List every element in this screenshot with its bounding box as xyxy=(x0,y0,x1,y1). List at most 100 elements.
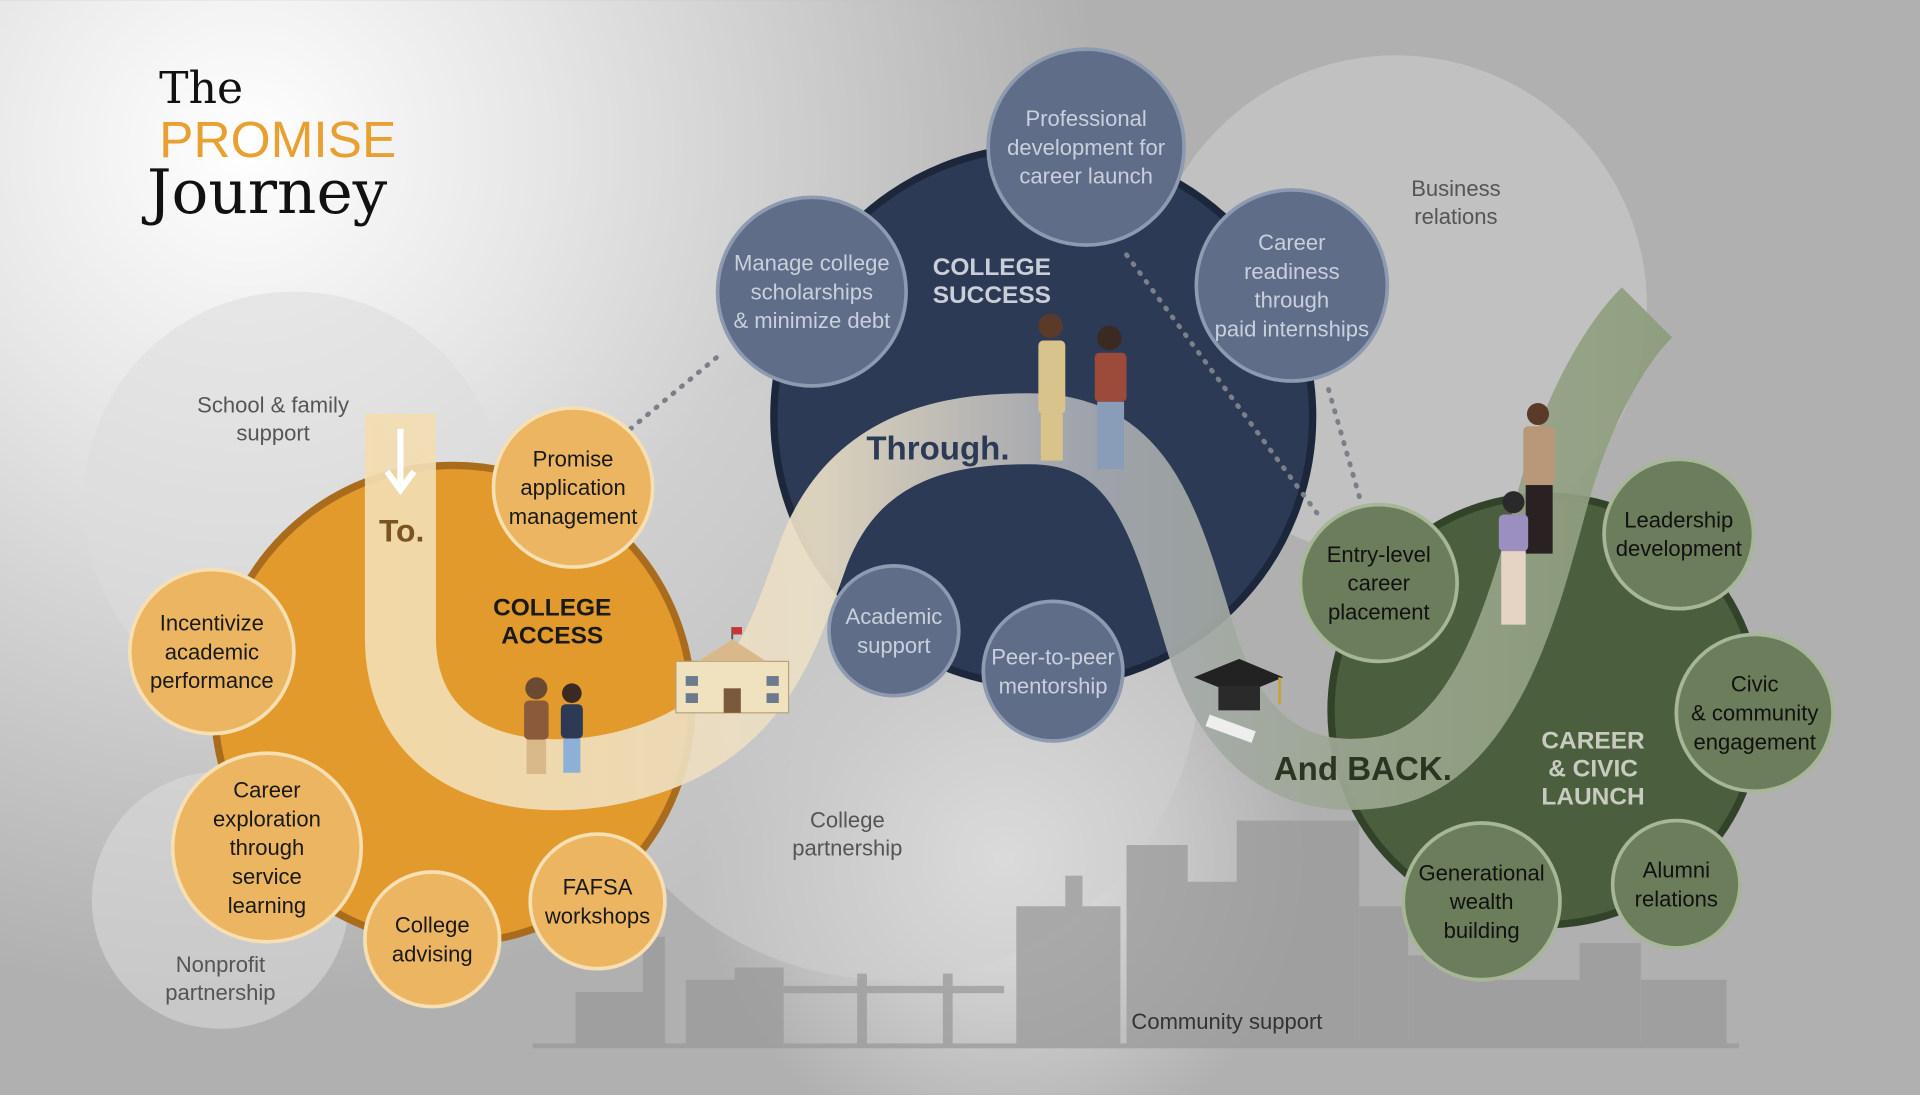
node-label-access-line: management xyxy=(509,504,638,529)
node-circle-career xyxy=(1298,502,1459,664)
node-label-success-line: Peer-to-peer xyxy=(991,645,1115,670)
label-college-partnership-line: College xyxy=(810,808,885,833)
graduates-figures xyxy=(1498,403,1556,625)
node-label-success-line: Career xyxy=(1258,230,1325,255)
label-nonprofit-partnership: Nonprofit partnership xyxy=(165,952,275,1005)
node-label-career-line: relations xyxy=(1635,886,1718,911)
node-label-access: College advising xyxy=(392,913,473,967)
node-circle-access xyxy=(170,751,364,944)
label-nonprofit-partnership-line: partnership xyxy=(165,980,275,1005)
path-word-through: Through. xyxy=(866,430,1009,467)
label-school-family-support: School & family support xyxy=(197,393,349,446)
node-label-success-line: mentorship xyxy=(999,673,1108,698)
node-label-access-line: through xyxy=(230,835,305,860)
node-circle-career xyxy=(1610,818,1742,950)
node-circle-career xyxy=(1674,632,1835,794)
label-business-relations-line: Business xyxy=(1411,176,1500,201)
label-community-support-line: Community support xyxy=(1131,1009,1322,1034)
node-label-success-line: scholarships xyxy=(751,279,873,304)
node-label-access-line: College xyxy=(395,913,470,938)
node-circle-access xyxy=(127,567,296,736)
node-label-success: Professional development for career launch xyxy=(1007,106,1165,189)
node-label-access-line: advising xyxy=(392,941,473,966)
node-circle-success xyxy=(715,195,908,388)
school-building-icon xyxy=(675,627,790,714)
label-college-partnership-line: partnership xyxy=(792,836,902,861)
node-label-access-line: performance xyxy=(150,668,274,693)
title-line-promise: PROMISE xyxy=(159,110,396,168)
label-business-relations-line: relations xyxy=(1414,204,1497,229)
path-word-and-back: And BACK. xyxy=(1274,751,1452,788)
node-label-access-line: exploration xyxy=(213,806,321,831)
node-label-career-line: career xyxy=(1348,571,1410,596)
node-label-career-line: Civic xyxy=(1731,672,1779,697)
node-label-success: Manage college scholarships & minimize deb… xyxy=(733,251,890,334)
hub-title-college-access-line: COLLEGE xyxy=(493,594,611,621)
node-label-success-line: through xyxy=(1254,288,1329,313)
node-label-success-line: Academic xyxy=(846,604,943,629)
node-label-access-line: academic xyxy=(165,639,259,664)
node-label-career-line: Entry-level xyxy=(1327,542,1431,567)
label-school-family-support-line: School & family xyxy=(197,393,349,418)
node-label-success-line: & minimize debt xyxy=(733,308,890,333)
label-college-partnership: College partnership xyxy=(792,808,902,861)
node-label-success: Peer-to-peer mentorship xyxy=(991,645,1115,699)
title-block: The PROMISE Journey xyxy=(141,63,396,228)
node-label-career-line: & community xyxy=(1691,701,1818,726)
node-label-success-line: readiness xyxy=(1244,259,1340,284)
students-figures xyxy=(524,677,583,775)
node-circle-success xyxy=(1194,188,1390,383)
node-label-career: Leadership development xyxy=(1616,507,1742,561)
node-label-career-line: building xyxy=(1444,918,1520,943)
node-label-access-line: application xyxy=(520,475,625,500)
node-circle-access xyxy=(491,406,655,569)
node-label-success: Academic support xyxy=(846,604,943,658)
node-circle-success xyxy=(981,599,1125,743)
node-label-career-line: development xyxy=(1616,536,1742,561)
node-label-access: Promise application management xyxy=(509,446,638,529)
label-community-support: Community support xyxy=(1131,1009,1322,1034)
node-label-career: Civic & community engagement xyxy=(1691,672,1818,755)
arrow-down-icon xyxy=(384,428,417,496)
node-label-career-line: engagement xyxy=(1693,729,1815,754)
hub-title-college-success-line: SUCCESS xyxy=(933,282,1051,309)
path-word-to: To. xyxy=(379,512,424,548)
node-circle-career xyxy=(1401,821,1562,982)
node-label-success-line: Manage college xyxy=(734,251,890,276)
label-nonprofit-partnership-line: Nonprofit xyxy=(176,952,265,977)
node-label-career-line: Leadership xyxy=(1624,507,1733,532)
node-label-access-line: service xyxy=(232,864,302,889)
node-circle-success xyxy=(986,47,1186,247)
hub-title-college-success-line: COLLEGE xyxy=(933,254,1051,281)
node-label-career: Entry-level career placement xyxy=(1327,542,1431,625)
node-circle-access xyxy=(528,832,667,971)
node-circle-career xyxy=(1602,457,1756,611)
node-label-access-line: Promise xyxy=(533,446,614,471)
dotted-connectors xyxy=(628,252,1365,524)
node-label-success-line: support xyxy=(857,633,930,658)
node-label-access: FAFSA workshops xyxy=(544,875,650,929)
hub-title-career-civic-launch-line: & CIVIC xyxy=(1548,755,1638,782)
node-label-career-line: placement xyxy=(1328,600,1430,625)
node-label-success-line: development for xyxy=(1007,135,1165,160)
hub-title-career-civic-launch-line: CAREER xyxy=(1541,727,1645,754)
title-line-journey: Journey xyxy=(141,157,388,228)
hub-title-college-access-line: ACCESS xyxy=(501,623,603,650)
node-label-access-line: workshops xyxy=(544,903,650,928)
node-label-access-line: learning xyxy=(228,893,306,918)
node-label-access-line: Incentivize xyxy=(160,611,264,636)
node-label-success-line: Professional xyxy=(1025,106,1146,131)
college-students-figures xyxy=(1038,313,1127,470)
label-business-relations: Business relations xyxy=(1411,176,1500,229)
title-line-the: The xyxy=(159,63,243,114)
node-label-access-line: Career xyxy=(233,778,300,803)
node-label-success-line: career launch xyxy=(1019,164,1153,189)
label-school-family-support-line: support xyxy=(236,421,309,446)
city-skyline xyxy=(532,820,1739,1049)
node-label-access-line: FAFSA xyxy=(563,875,633,900)
